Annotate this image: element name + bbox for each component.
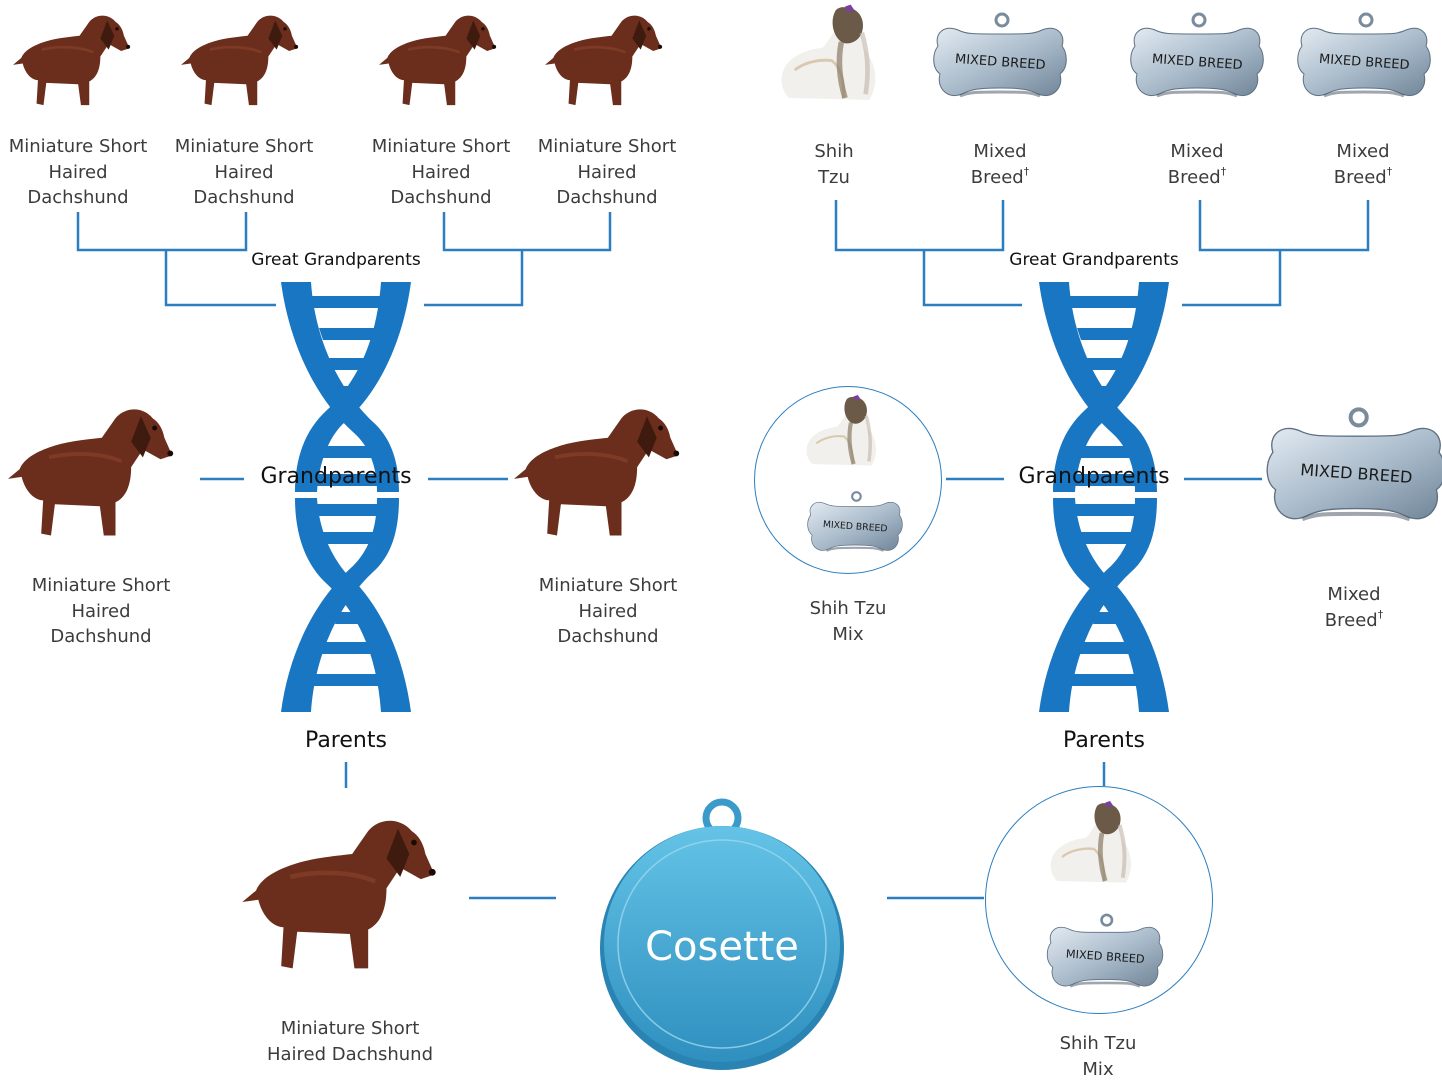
generation-label-great-grandparents: Great Grandparents [994,250,1194,270]
label-line: Mixed [1313,139,1413,165]
label-line: Miniature Short [166,134,322,160]
generation-label-parents: Parents [276,728,416,753]
label-line: Haired [363,160,519,186]
label-line: Haired [166,160,322,186]
bone-tag-icon: MIXED BREED [1294,10,1434,110]
shih-tzu-icon [776,4,888,108]
bone-tag-text: MIXED BREED [954,52,1046,73]
label-line: Haired [22,599,180,625]
great-grandparent-label: Mixed Breed† [950,139,1050,190]
label-line: Mix [1048,1057,1148,1082]
label-line: Shih [784,139,884,165]
label-line: Haired [529,160,685,186]
shih-tzu-icon [801,395,887,471]
parent-label: Shih Tzu Mix [1048,1031,1148,1082]
dachshund-icon [542,8,670,112]
bone-tag-text: MIXED BREED [1065,947,1145,966]
label-line: Miniature Short [529,573,687,599]
label-line: Haired Dachshund [250,1042,450,1068]
label-text: Breed [1334,167,1387,188]
dagger-mark: † [1024,165,1030,178]
dachshund-icon [240,808,446,980]
great-grandparent-label: Miniature Short Haired Dachshund [166,134,322,211]
dachshund-icon [10,8,138,112]
mixed-breed-circle: MIXED BREED [985,786,1213,1014]
bone-tag-icon: MIXED BREED [1256,404,1442,538]
great-grandparent-label: Miniature Short Haired Dachshund [0,134,156,211]
dachshund-icon [178,8,306,112]
grandparent-label: Mixed Breed† [1304,582,1404,633]
bone-tag-text: MIXED BREED [823,519,888,534]
label-line: Mixed [1147,139,1247,165]
grandparent-label: Shih Tzu Mix [798,596,898,647]
grandparent-label: Miniature Short Haired Dachshund [22,573,180,650]
generation-label-parents: Parents [1034,728,1174,753]
label-line: Mixed [950,139,1050,165]
label-line: Breed† [1147,165,1247,191]
label-line: Mixed [1304,582,1404,608]
label-line: Miniature Short [0,134,156,160]
label-text: Breed [971,167,1024,188]
label-line: Shih Tzu [1048,1031,1148,1057]
label-line: Dachshund [363,185,519,211]
subject-name: Cosette [602,924,842,970]
label-line: Haired [529,599,687,625]
label-line: Breed† [1304,608,1404,634]
label-line: Shih Tzu [798,596,898,622]
label-line: Dachshund [529,624,687,650]
label-line: Breed† [950,165,1050,191]
generation-label-grandparents: Grandparents [1004,464,1184,489]
parent-label: Miniature Short Haired Dachshund [250,1016,450,1067]
grandparent-label: Miniature Short Haired Dachshund [529,573,687,650]
label-text: Breed [1325,610,1378,631]
great-grandparent-label: Miniature Short Haired Dachshund [529,134,685,211]
bone-tag-text: MIXED BREED [1151,52,1243,73]
dachshund-icon [6,398,182,546]
label-line: Dachshund [529,185,685,211]
dagger-mark: † [1378,608,1384,621]
dachshund-icon [512,398,688,546]
bone-tag-icon: MIXED BREED [1127,10,1267,110]
label-line: Miniature Short [250,1016,450,1042]
great-grandparent-label: Shih Tzu [784,139,884,190]
great-grandparent-label: Mixed Breed† [1313,139,1413,190]
bone-tag-text: MIXED BREED [1300,460,1413,487]
dagger-mark: † [1387,165,1393,178]
label-text: Breed [1168,167,1221,188]
label-line: Dachshund [22,624,180,650]
bone-tag-icon: MIXED BREED [805,489,905,561]
mixed-breed-circle: MIXED BREED [754,386,942,574]
label-line: Haired [0,160,156,186]
label-line: Dachshund [166,185,322,211]
great-grandparent-label: Mixed Breed† [1147,139,1247,190]
bone-tag-text: MIXED BREED [1318,52,1410,73]
label-line: Miniature Short [363,134,519,160]
generation-label-great-grandparents: Great Grandparents [236,250,436,270]
great-grandparent-label: Miniature Short Haired Dachshund [363,134,519,211]
label-line: Miniature Short [529,134,685,160]
label-line: Miniature Short [22,573,180,599]
dna-helix-icon [277,282,415,712]
dagger-mark: † [1221,165,1227,178]
label-line: Dachshund [0,185,156,211]
label-line: Tzu [784,165,884,191]
bone-tag-icon: MIXED BREED [930,10,1070,110]
generation-label-grandparents: Grandparents [244,464,428,489]
label-line: Mix [798,622,898,648]
dna-helix-icon [1035,282,1173,712]
label-line: Breed† [1313,165,1413,191]
dachshund-icon [376,8,504,112]
shih-tzu-icon [1046,801,1142,889]
bone-tag-icon: MIXED BREED [1044,911,1166,999]
